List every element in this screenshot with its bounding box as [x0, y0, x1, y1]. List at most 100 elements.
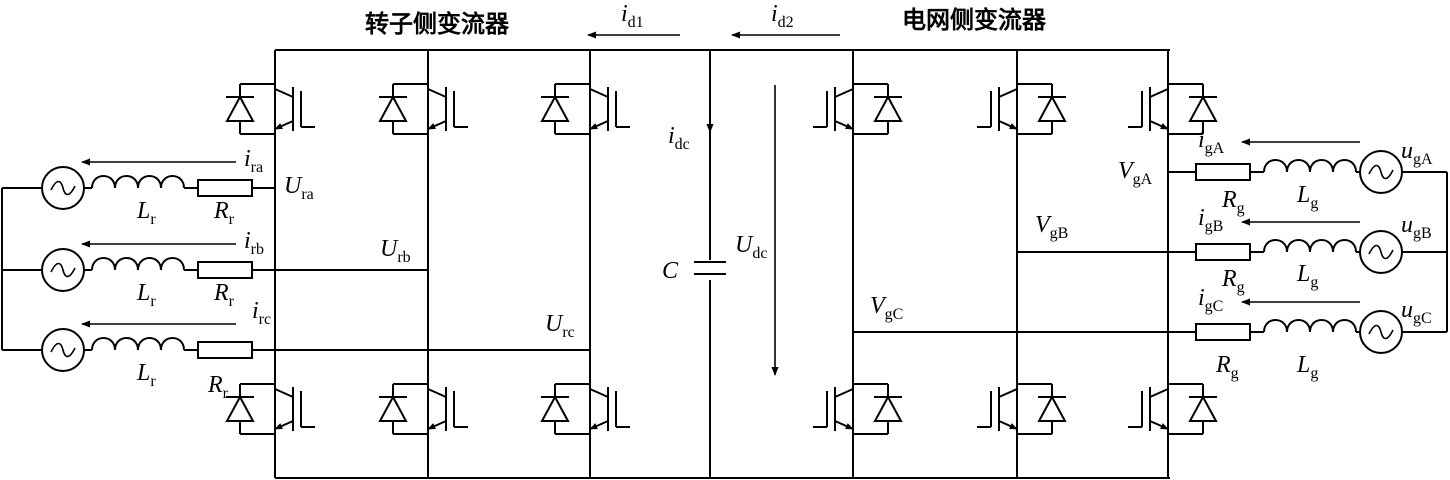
urc-label: Urc [545, 311, 575, 341]
emitter-arrow [1149, 120, 1169, 130]
collector-lead [834, 388, 854, 398]
ugc-label: ugC [1401, 297, 1432, 327]
collector-lead [998, 388, 1018, 398]
rg-label-a: Rg [1221, 187, 1245, 217]
grid-side-labels: igA VgA ugA Rg Lg igB VgB ugB Rg Lg igC … [870, 127, 1433, 382]
emitter-arrow [274, 120, 294, 130]
lr-label-a: Lr [136, 198, 156, 228]
id1-label: id1 [621, 1, 644, 31]
ac-source-icon [1359, 150, 1403, 194]
diode-triangle [540, 94, 570, 122]
inductor-icon [1263, 319, 1357, 333]
igb-label: igB [1198, 205, 1223, 235]
igbt-diode-cell [225, 78, 315, 140]
ira-label: ira [244, 146, 263, 176]
urb-label: Urb [380, 236, 411, 266]
grid-side-converter-title: 电网侧变流器 [902, 5, 1047, 34]
collector-lead [427, 88, 447, 98]
igbt-diode-cell [540, 78, 630, 140]
diode-triangle [1037, 394, 1067, 422]
collector-lead [1149, 388, 1169, 398]
ac-source-icon [1359, 230, 1403, 274]
collector-lead [998, 88, 1018, 98]
emitter-arrow [427, 120, 447, 130]
lr-label-b: Lr [136, 280, 156, 310]
diode-triangle [873, 94, 903, 122]
igc-label: igC [1198, 285, 1223, 315]
grid-side-circuits [853, 138, 1448, 354]
inductor-icon [91, 337, 185, 351]
diode-triangle [1188, 394, 1218, 422]
diode-triangle [1037, 94, 1067, 122]
resistor-icon [1195, 323, 1251, 341]
collector-lead [834, 88, 854, 98]
igbt-diode-cell [1128, 378, 1218, 440]
diode-triangle [225, 394, 255, 422]
igbt-diode-cell [813, 78, 903, 140]
diode-triangle [1188, 94, 1218, 122]
emitter-arrow [998, 120, 1018, 130]
irb-label: irb [244, 228, 264, 258]
igbt-diode-cell [378, 378, 468, 440]
idc-label: idc [668, 123, 690, 153]
vga-label: VgA [1118, 158, 1153, 188]
irc-label: irc [252, 298, 271, 328]
rr-label-c: Rr [207, 372, 229, 402]
emitter-arrow [834, 420, 854, 430]
emitter-arrow [998, 420, 1018, 430]
ugb-label: ugB [1401, 212, 1432, 242]
igbt-bridges [225, 50, 1218, 478]
ac-source-icon [41, 328, 85, 372]
iga-label: igA [1198, 127, 1225, 157]
rotor-side-converter-title: 转子侧变流器 [365, 9, 510, 38]
emitter-arrow [589, 420, 609, 430]
igbt-diode-cell [977, 378, 1067, 440]
inductor-icon [91, 175, 185, 189]
ac-source-icon [41, 248, 85, 292]
collector-lead [1149, 88, 1169, 98]
collector-lead [274, 88, 294, 98]
igbt-diode-cell [225, 378, 315, 440]
rr-label-a: Rr [213, 198, 235, 228]
inductor-icon [1263, 239, 1357, 253]
collector-lead [274, 388, 294, 398]
emitter-arrow [1149, 420, 1169, 430]
inductor-icon [91, 257, 185, 271]
resistor-icon [197, 179, 253, 197]
emitter-arrow [274, 420, 294, 430]
rr-label-b: Rr [213, 280, 235, 310]
rotor-side-circuits [1, 158, 590, 372]
diode-triangle [225, 94, 255, 122]
ura-label: Ura [284, 173, 314, 203]
lg-label-b: Lg [1296, 261, 1318, 291]
diode-triangle [873, 394, 903, 422]
lr-label-c: Lr [136, 360, 156, 390]
collector-lead [589, 88, 609, 98]
resistor-icon [1195, 163, 1251, 181]
inductor-icon [1263, 159, 1357, 173]
lg-label-c: Lg [1296, 352, 1318, 382]
rotor-side-labels: ira Ura Lr Rr irb Urb Lr Rr irc Urc Lr R… [136, 146, 575, 402]
lg-label-a: Lg [1296, 182, 1318, 212]
uga-label: ugA [1401, 138, 1433, 168]
igbt-diode-cell [378, 78, 468, 140]
udc-label: Udc [735, 232, 767, 262]
resistor-icon [197, 341, 253, 359]
emitter-arrow [427, 420, 447, 430]
ac-source-icon [41, 166, 85, 210]
id2-label: id2 [771, 1, 794, 31]
igbt-diode-cell [977, 78, 1067, 140]
diode-triangle [540, 394, 570, 422]
vgc-label: VgC [870, 293, 903, 323]
rg-label-b: Rg [1221, 266, 1245, 296]
collector-lead [427, 388, 447, 398]
vgb-label: VgB [1035, 212, 1068, 242]
resistor-icon [1195, 243, 1251, 261]
diode-triangle [378, 94, 408, 122]
diode-triangle [378, 394, 408, 422]
emitter-arrow [589, 120, 609, 130]
igbt-diode-cell [1128, 78, 1218, 140]
resistor-icon [197, 261, 253, 279]
emitter-arrow [834, 120, 854, 130]
